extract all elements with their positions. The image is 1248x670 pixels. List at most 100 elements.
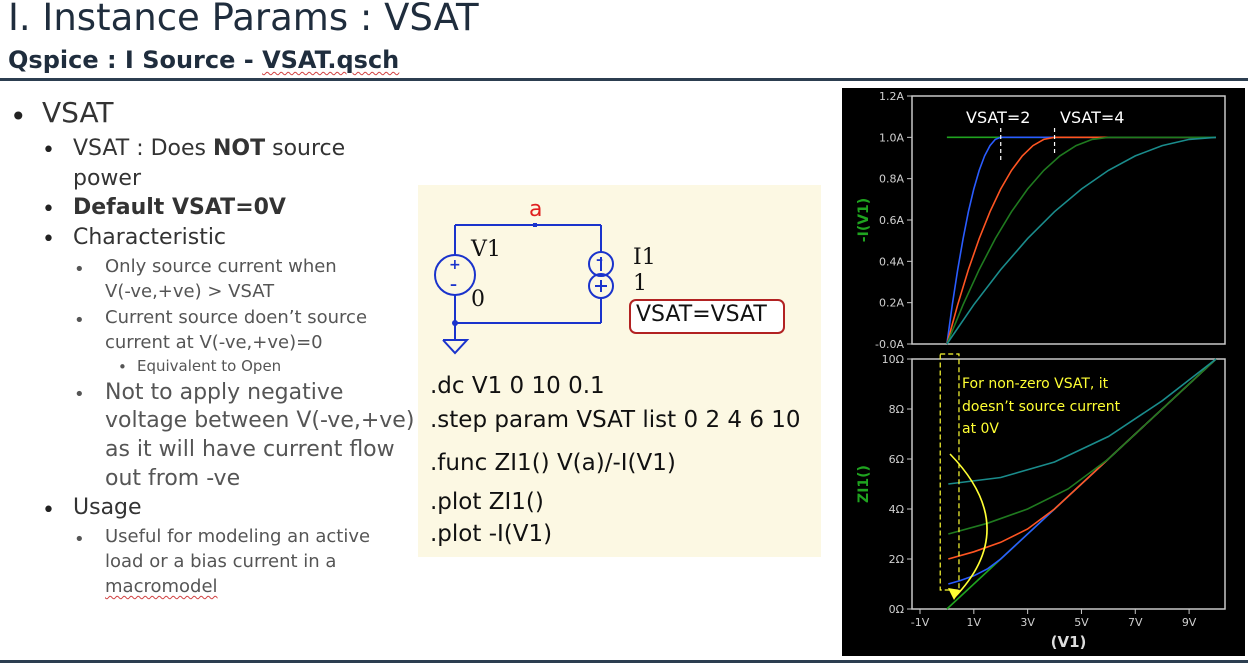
vsource-plus: + [449,257,461,273]
y-tick-label: 0.4A [879,255,904,268]
isource-minus: – [596,252,603,268]
y-tick-label: 6Ω [889,453,904,466]
node-marker [533,223,537,227]
spice-command: .func ZI1() V(a)/-I(V1) [430,450,676,476]
bullet-dot: • [42,227,55,252]
ground-symbol [442,339,470,355]
bullet-c1-line1: Only source current when [105,256,337,277]
bullet-dot: • [10,100,27,133]
y-axis-label: ZI1() [856,465,872,503]
y-tick-label: 4Ω [889,503,904,516]
bullet-dot: • [74,384,85,405]
bullet-c3-line1: Not to apply negative [105,380,344,405]
bullet-vsat: VSAT [42,96,114,129]
param-box-text: VSAT=VSAT [636,302,767,327]
current-source-circle-top [588,251,614,277]
x-axis-label: (V1) [1051,633,1087,651]
bullet-c2-sub: Equivalent to Open [137,357,282,375]
header-divider [0,78,1248,81]
page-subtitle: Qspice : I Source - VSAT.qsch [8,46,399,74]
x-tick-label: -1V [911,616,930,629]
y-axis-label: -I(V1) [856,198,872,242]
y-tick-label: 1.2A [879,90,904,103]
bullet-dot: • [42,138,55,163]
spice-command: .plot -I(V1) [430,521,553,547]
bullet-c3-line2: voltage between V(-ve,+ve) [105,408,415,433]
note-line-1: For non-zero VSAT, it [962,376,1109,392]
node-label: a [529,197,543,222]
page-title: I. Instance Params : VSAT [8,0,479,39]
bullet-bold: NOT [213,136,266,161]
voltage-source-symbol [434,254,476,296]
bullet-dot: • [42,498,55,523]
param-box [629,299,785,334]
x-tick-label: 1V [967,616,982,629]
bullet-bold: Default VSAT [73,195,236,220]
series-line-vsat-6 [946,136,1216,345]
subtitle-filename: VSAT.qsch [262,46,400,74]
bullet-text: VSAT : Does [73,136,213,161]
vsource-name: V1 [471,237,501,262]
bullet-u1-line2: load or a bias current in a [105,551,337,572]
y-tick-label: 1.0A [879,131,904,144]
bullet-default: Default VSAT=0V [73,195,286,220]
bullet-c2-line2: current at V(-ve,+ve)=0 [105,332,323,353]
note-arrow [949,453,988,599]
y-tick-label: 0Ω [889,603,904,616]
series-line-vsat-2 [948,358,1217,585]
bullet-dot: • [74,310,85,331]
schematic-diagram: + – – [434,223,785,355]
y-tick-label: 2Ω [889,553,904,566]
bullet-u1-line3: macromodel [105,576,218,597]
highlight-box [939,353,960,591]
spice-command: .plot ZI1() [430,489,544,515]
spice-command: .step param VSAT list 0 2 4 6 10 [430,407,801,433]
bullet-dot: • [42,197,55,222]
plot-frame [911,95,1226,345]
y-tick-label: 8Ω [889,403,904,416]
bullet-dot: • [74,259,85,280]
series-line-vsat-10 [946,136,1217,345]
subtitle-prefix: Qspice : I Source - [8,46,263,74]
bullet-c3-line4: out from -ve [105,466,241,491]
vsource-value: 0 [471,287,485,312]
bullet-dot: • [118,358,127,376]
series-line-vsat-10 [948,358,1217,485]
y-tick-label: 10Ω [882,353,904,366]
vsource-minus: – [450,277,457,293]
schematic-panel: + – – a V1 0 I1 1 VSAT=VSAT .dc V1 0 10 … [418,185,821,557]
bullet-u1-line1: Useful for modeling an active [105,526,371,547]
bullet-c1-line2: V(-ve,+ve) > VSAT [105,281,275,302]
y-tick-label: 0.2A [879,297,904,310]
isource-name: I1 [633,245,656,270]
bullet-usage: Usage [73,495,142,520]
series-line-vsat-4 [946,136,1216,345]
current-source-circle-bottom [588,273,614,299]
bullet-text: source [265,136,346,161]
vsat4-annotation: VSAT=4 [1060,108,1124,127]
spice-command: .dc V1 0 10 0.1 [430,373,605,399]
plot-frame [911,358,1226,610]
junction-dot [452,320,458,326]
bullet-c2-line1: Current source doen’t source [105,307,368,328]
series-line-vsat-6 [948,358,1217,535]
x-tick-label: 7V [1128,616,1143,629]
note-arrowhead [948,588,960,600]
waveform-plots[interactable]: 1.2A 1.0A 0.8A 0.6A 0.4A 0.2A -0.0A -I(V1) VSAT=… [842,88,1245,656]
footer-divider [0,660,1248,663]
x-tick-label: 9V [1182,616,1197,629]
bullet-c3-line3: as it will have current flow [105,437,395,462]
x-tick-label: 3V [1020,616,1035,629]
note-line-2: doesn’t source current [962,399,1121,415]
series-line-vsat-2 [946,136,1216,345]
bullet-vsat-desc-line2: power [73,166,141,191]
y-tick-label: 0.8A [879,173,904,186]
y-tick-label: 0.6A [879,214,904,227]
vsat2-annotation: VSAT=2 [966,108,1030,127]
bullet-vsat-desc: VSAT : Does NOT source [73,136,345,161]
bullet-characteristic: Characteristic [73,225,227,250]
y-tick-label: -0.0A [875,338,904,351]
bullet-dot: • [74,529,85,550]
x-tick-label: 5V [1074,616,1089,629]
bullet-bold: =0V [235,195,286,220]
